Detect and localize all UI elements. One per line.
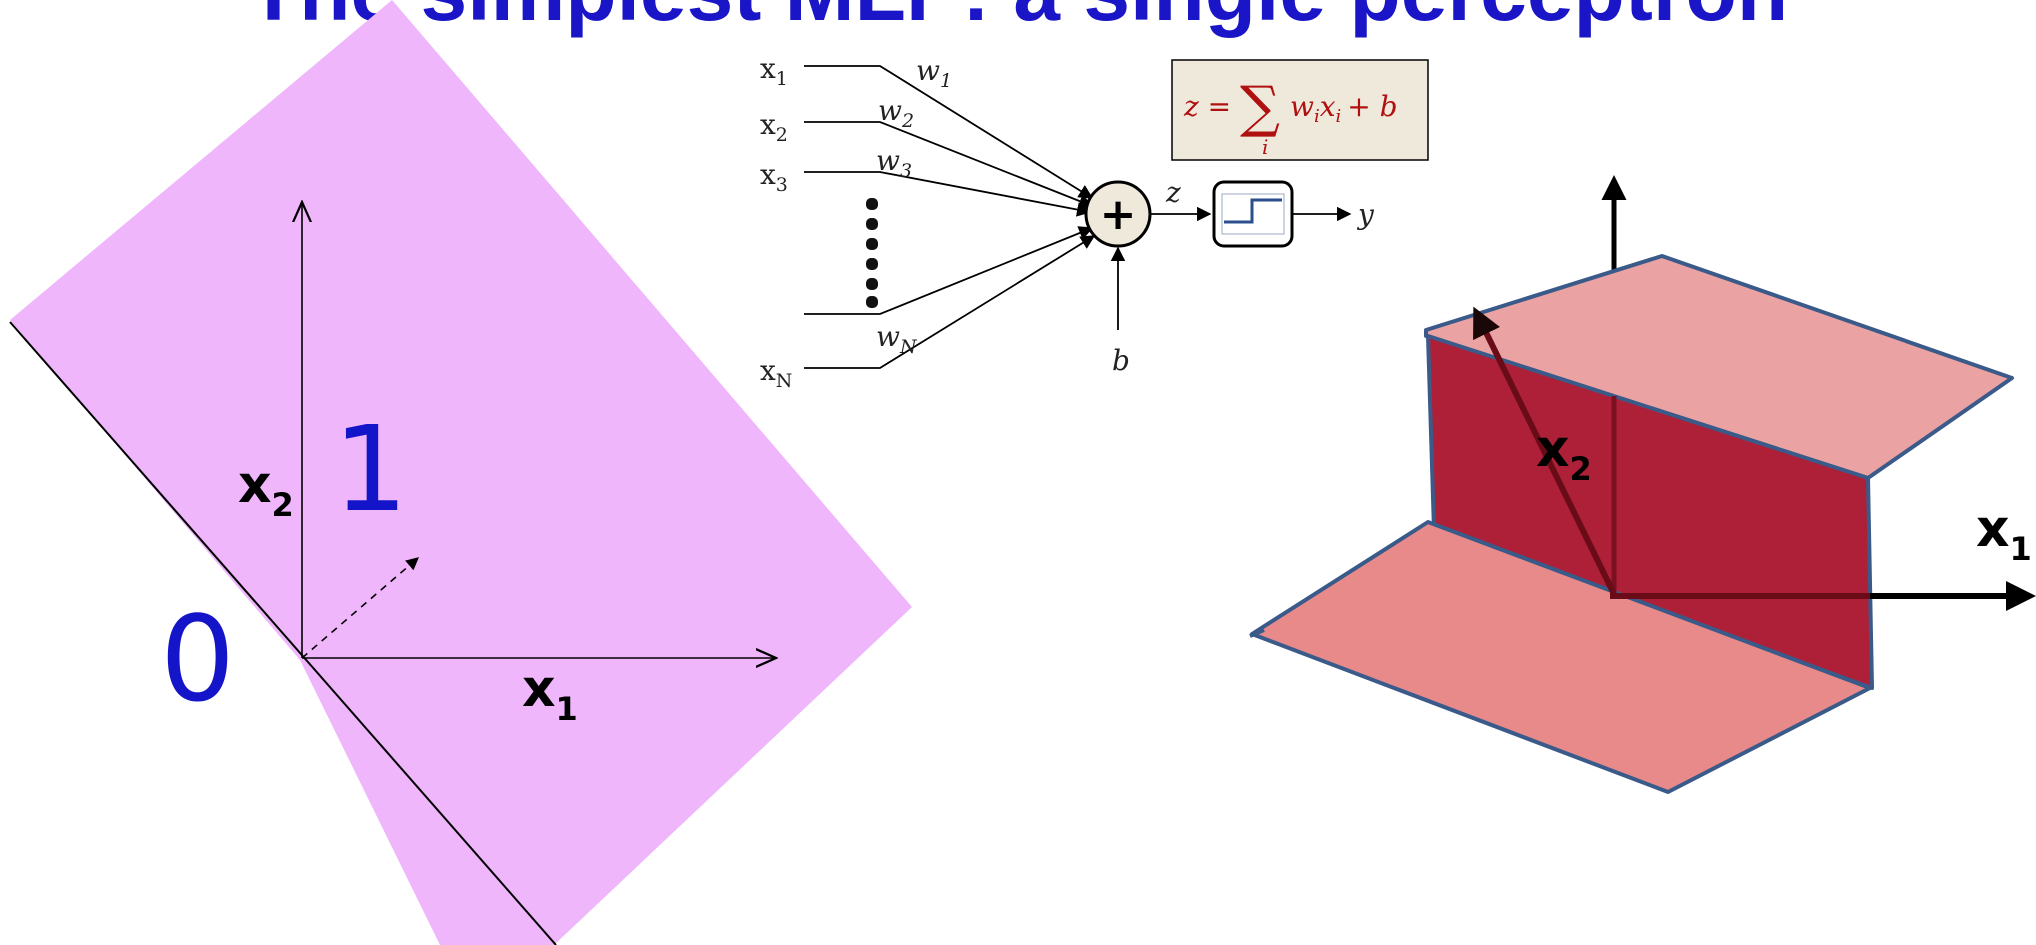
lower-plane bbox=[1250, 520, 1872, 794]
left-decision-plot: 1 0 x2 x1 bbox=[9, 0, 912, 945]
step-function-icon bbox=[1224, 198, 1282, 224]
input-line-n bbox=[804, 235, 1096, 369]
bias-label: b bbox=[1112, 344, 1130, 377]
input-label-x3: x3 bbox=[760, 158, 788, 196]
weight-label-w1: w1 bbox=[916, 54, 952, 92]
input-line-3 bbox=[804, 171, 1092, 217]
weight-label-w3: w3 bbox=[876, 144, 912, 182]
class-one-region bbox=[10, 0, 912, 945]
slide-title: The simplest MLP: a single perceptron bbox=[248, 0, 1788, 38]
lower-plane-edge bbox=[1249, 628, 1265, 638]
formula-lhs: z = bbox=[1183, 90, 1231, 123]
input-lines bbox=[804, 65, 1096, 369]
input-line-1 bbox=[804, 65, 1094, 199]
input-label-x1: x1 bbox=[760, 52, 788, 90]
formula-term: wixi+ b bbox=[1290, 90, 1398, 127]
input-line-4 bbox=[804, 226, 1094, 315]
input-label-x2: x2 bbox=[760, 108, 788, 146]
right-3d-step-plot: x2 x1 bbox=[1249, 175, 2036, 794]
x2-axis-label-3d: x2 bbox=[1536, 419, 1592, 488]
x1-axis-label: x1 bbox=[522, 659, 578, 728]
upper-plane bbox=[1424, 254, 2014, 480]
input-line-2 bbox=[804, 121, 1094, 208]
x2-axis-line-3d bbox=[1473, 306, 1617, 596]
perceptron-diagram: x1 x2 x3 xN w1 w2 w3 wN + b z bbox=[760, 52, 1429, 392]
class-zero-label: 0 bbox=[160, 590, 235, 728]
output-label: y bbox=[1356, 198, 1375, 231]
weight-label-wn: wN bbox=[876, 320, 918, 358]
plus-icon: + bbox=[1100, 189, 1137, 240]
input-label-xn: xN bbox=[760, 354, 792, 392]
x1-axis-label-3d: x1 bbox=[1976, 499, 2032, 568]
ellipsis-dots bbox=[866, 198, 878, 308]
decision-boundary-line bbox=[9, 321, 557, 945]
weight-label-w2: w2 bbox=[878, 94, 914, 132]
z-label: z bbox=[1165, 176, 1181, 209]
sigma-icon: ∑ bbox=[1240, 75, 1280, 140]
class-one-label: 1 bbox=[333, 400, 408, 538]
formula-index: i bbox=[1262, 135, 1268, 159]
x2-axis-label: x2 bbox=[238, 455, 294, 524]
formula-box bbox=[1171, 59, 1429, 161]
